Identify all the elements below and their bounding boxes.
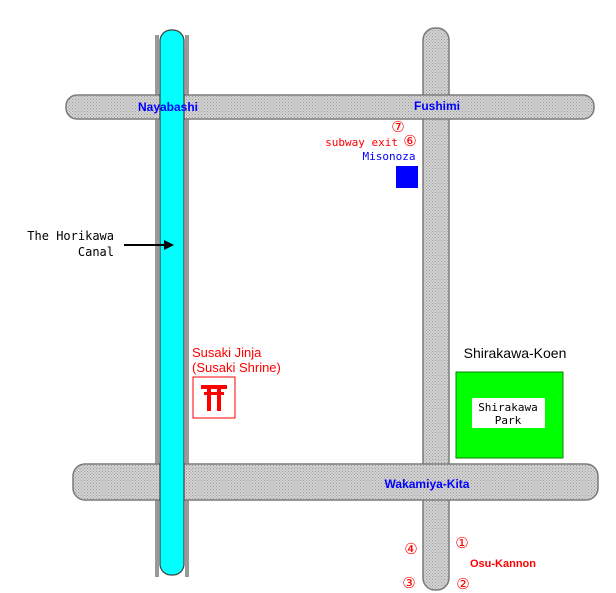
osu-exit-4: ④ [404, 541, 417, 558]
shrine-label-line2: (Susaki Shrine) [192, 360, 281, 375]
osu-kannon-label: Osu-Kannon [470, 558, 536, 570]
shrine-marker [192, 376, 236, 419]
osu-exit-3: ③ [402, 575, 415, 592]
road-label-fushimi: Fushimi [414, 99, 460, 113]
horikawa-canal [159, 29, 185, 576]
road-label-nayabashi: Nayabashi [138, 100, 198, 114]
subway-exit-label: subway exit [325, 136, 398, 149]
park-area-label: Shirakawa-Koen [464, 345, 567, 361]
road-label-wakamiya-kita: Wakamiya-Kita [385, 477, 470, 491]
misonoza-label: Misonoza [363, 150, 416, 163]
subway-exit-7: ⑦ [391, 119, 404, 136]
road-nayabashi [65, 94, 595, 120]
canal-bank-right [185, 35, 189, 577]
misonoza-marker [396, 166, 418, 188]
park-box-line1: Shirakawa [478, 401, 538, 414]
shrine-label-line1: Susaki Jinja [192, 345, 262, 360]
canal-bank-left [155, 35, 159, 577]
osu-exit-2: ② [456, 576, 469, 593]
road-vertical-fushimi [422, 27, 450, 591]
osu-exit-1: ① [455, 535, 468, 552]
park-box-line2: Park [495, 414, 522, 427]
subway-exit-6: ⑥ [403, 133, 416, 150]
canal-label-line1: The Horikawa [27, 229, 114, 243]
road-wakamiya-kita [72, 463, 599, 501]
arrow-icon [124, 240, 174, 250]
park-label-box [472, 398, 545, 428]
torii-icon [201, 385, 227, 411]
canal-label-line2: Canal [78, 245, 114, 259]
